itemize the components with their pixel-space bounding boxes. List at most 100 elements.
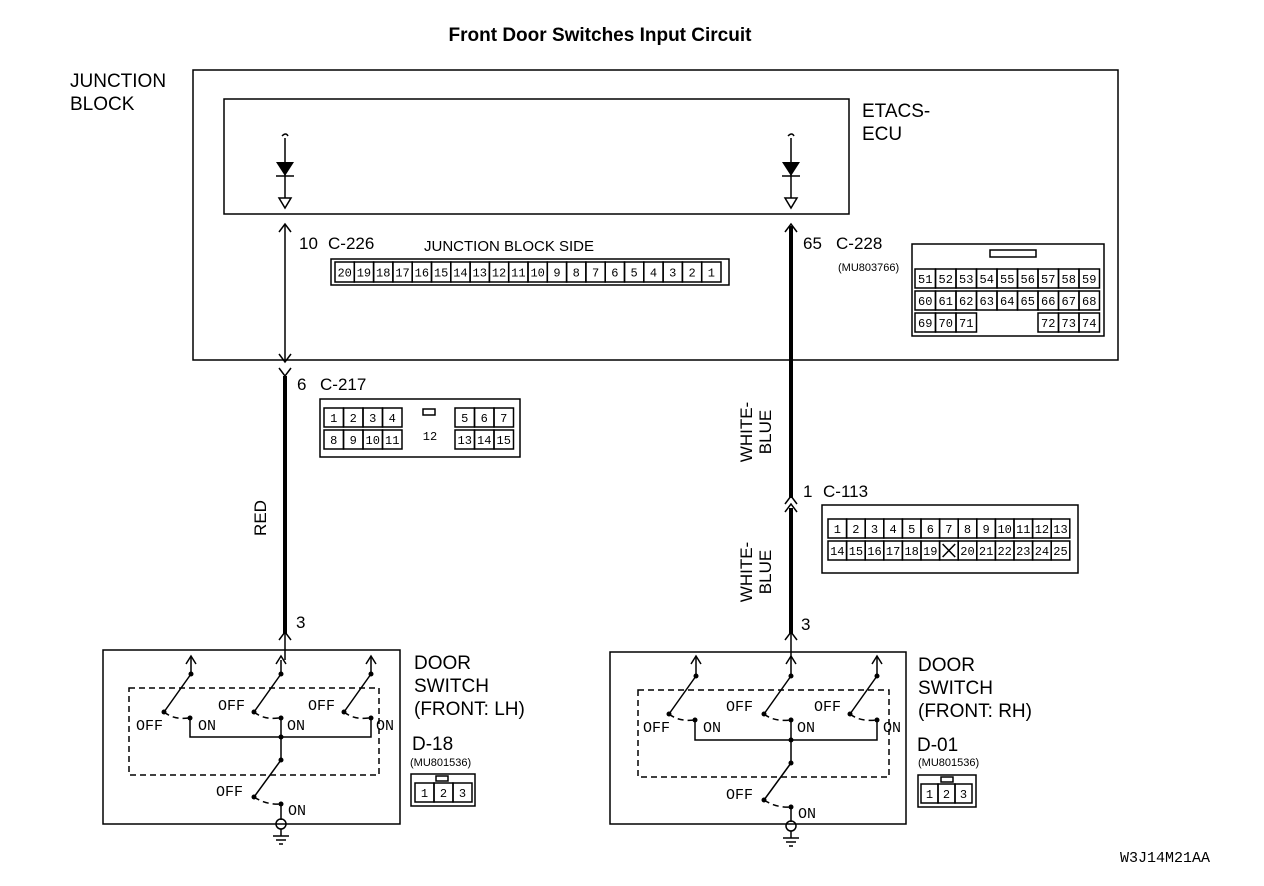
c228-pin-cell: [1078, 290, 1101, 311]
c113-pin: 16: [867, 545, 881, 559]
rh-off-1: OFF: [643, 720, 670, 737]
c113-pin: 1: [834, 523, 841, 537]
c228-pin: 52: [939, 273, 953, 287]
c217-pin: 9: [350, 434, 357, 448]
c228-pin-cell: [1078, 268, 1101, 289]
door-switch-lh: [102, 649, 401, 845]
lh-off-3: OFF: [308, 698, 335, 715]
c113-pin: 4: [889, 523, 896, 537]
c113-pin: 17: [886, 545, 900, 559]
c226-pin: 1: [708, 267, 715, 281]
c217-pin-cell: [493, 429, 515, 450]
c217-pin: 10: [366, 434, 380, 448]
c228-part-number: (MU803766): [838, 262, 899, 274]
junction-block-box: [192, 69, 1119, 361]
c217-pin-center: 12: [423, 430, 437, 444]
c228-pin: 55: [1000, 273, 1014, 287]
c113-pin: 15: [849, 545, 863, 559]
c226-pin: 12: [492, 267, 506, 281]
c217-pin: 1: [330, 412, 337, 426]
c228-pin: 60: [918, 295, 932, 309]
c113-pin: 6: [927, 523, 934, 537]
lh-on-1: ON: [198, 718, 216, 735]
lh-switch-label-3: (FRONT: LH): [414, 699, 525, 720]
d01-pin-cell: [954, 783, 973, 804]
c113-pin: 3: [871, 523, 878, 537]
c226-pin: 2: [688, 267, 695, 281]
c113-pin: 19: [923, 545, 937, 559]
c228-pin: 72: [1041, 317, 1055, 331]
c228-pin-cell: [1078, 312, 1101, 333]
c228-pin: 73: [1062, 317, 1076, 331]
c228-pin: 62: [959, 295, 973, 309]
c226-pin: 16: [415, 267, 429, 281]
lh-off-1: OFF: [136, 718, 163, 735]
c226-pin: 17: [395, 267, 409, 281]
left-wire-color: RED: [251, 500, 270, 536]
right-wire-color-1a: WHITE-: [737, 402, 756, 462]
c113-pin: 25: [1053, 545, 1067, 559]
lh-switch-label-1: DOOR: [414, 653, 471, 674]
c226-pin: 3: [669, 267, 676, 281]
c226-pin: 9: [553, 267, 560, 281]
c228-pin-cell: [955, 312, 978, 333]
c228-pin: 63: [980, 295, 994, 309]
rh-off-4: OFF: [726, 787, 753, 804]
c217-pin: 4: [389, 412, 396, 426]
c226-pin: 7: [592, 267, 599, 281]
c113-pin: 5: [908, 523, 915, 537]
d18-pin: 2: [440, 787, 447, 801]
left-mid-connector: C-217: [320, 375, 366, 394]
lh-switch-label-2: SWITCH: [414, 676, 489, 697]
right-mid-connector: C-113: [823, 482, 868, 501]
rh-switch-connector: D-01: [917, 735, 958, 756]
junction-block-label-2: BLOCK: [70, 94, 135, 115]
rh-switch-label-3: (FRONT: RH): [918, 701, 1032, 722]
lh-off-2: OFF: [218, 698, 245, 715]
c228-pin: 69: [918, 317, 932, 331]
rh-off-2: OFF: [726, 699, 753, 716]
c228-pin: 56: [1021, 273, 1035, 287]
lh-off-4: OFF: [216, 784, 243, 801]
rh-on-2: ON: [797, 720, 815, 737]
c113-pin: 7: [945, 523, 952, 537]
rh-on-4: ON: [798, 806, 816, 823]
right-wire: [784, 222, 798, 660]
c217-pin: 6: [481, 412, 488, 426]
c217-pin: 2: [350, 412, 357, 426]
c228-pin: 57: [1041, 273, 1055, 287]
lh-on-4: ON: [288, 803, 306, 820]
d01-pin: 3: [960, 788, 967, 802]
rh-switch-part: (MU801536): [918, 757, 979, 769]
left-mid-pin: 6: [297, 375, 306, 394]
left-switch-pin: 3: [296, 613, 305, 632]
c228-pin: 61: [939, 295, 953, 309]
c113-pin: 10: [997, 523, 1011, 537]
c217-pin-cell: [381, 407, 403, 428]
c113-pin-blank-mark: [942, 543, 956, 558]
c217-pin: 7: [500, 412, 507, 426]
d18-pin-cell: [452, 782, 473, 803]
c113-pin: 18: [904, 545, 918, 559]
c228-pin: 53: [959, 273, 973, 287]
rh-switch-label-2: SWITCH: [918, 678, 993, 699]
c228-pin: 67: [1062, 295, 1076, 309]
diagram-title: Front Door Switches Input Circuit: [449, 25, 753, 46]
lh-on-3: ON: [376, 718, 394, 735]
c228-pin: 51: [918, 273, 932, 287]
c113-pin: 9: [982, 523, 989, 537]
right-wire-color-1b: BLUE: [756, 410, 775, 454]
right-mid-pin: 1: [803, 482, 812, 501]
c226-pin: 14: [453, 267, 467, 281]
c113-pin: 20: [960, 545, 974, 559]
c228-pin: 65: [1021, 295, 1035, 309]
c113-pin: 12: [1035, 523, 1049, 537]
c226-pin: 13: [473, 267, 487, 281]
